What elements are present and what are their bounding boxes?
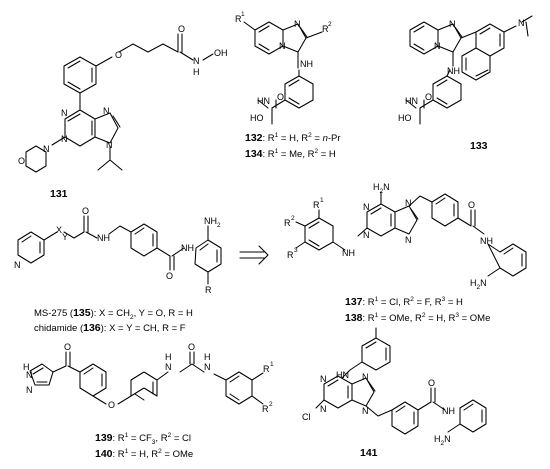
structure-132-134: R 1 R 2 N N NH O HN HO 132: R1 = H, R2 =…	[235, 11, 341, 160]
atom-o: O	[18, 156, 25, 166]
atom-n: N	[294, 19, 301, 29]
atom-hn: HN	[257, 96, 270, 106]
atom-nh2: NH2	[204, 216, 221, 229]
structure-137-138: R 1 R 2 R 3 NH H2N N N N N O NH H2N 137:…	[284, 182, 527, 324]
atom-nh: NH	[97, 233, 110, 243]
atom-h: H	[204, 352, 211, 362]
atom-o: O	[166, 271, 173, 281]
atom-n: N	[14, 260, 21, 270]
atom-n: N	[106, 140, 113, 150]
atom-n: N	[103, 106, 110, 116]
atom-n: N	[405, 235, 412, 245]
atom-n: N	[204, 362, 211, 372]
atom-r: R	[205, 285, 212, 295]
atom-n: N	[320, 404, 327, 414]
atom-n: N	[279, 41, 286, 51]
atom-o: O	[425, 92, 432, 102]
atom-n: N	[362, 406, 369, 416]
superscript-2: 2	[291, 215, 295, 222]
caption-132: 132: R1 = H, R2 = n-Pr	[245, 132, 341, 144]
atom-n: N	[363, 202, 370, 212]
caption-ms275: MS-275 (135): X = CH2, Y = O, R = H	[34, 307, 193, 321]
atom-n: N	[43, 144, 50, 154]
atom-n: N	[26, 385, 33, 395]
atom-o: O	[188, 342, 195, 352]
caption-139: 139: R1 = CF3, R2 = Cl	[95, 432, 191, 446]
atom-n: N	[26, 370, 33, 380]
atom-nh: NH	[480, 236, 493, 246]
superscript-1: 1	[320, 197, 324, 204]
superscript-1: 1	[241, 11, 245, 18]
atom-y: Y	[62, 232, 68, 242]
structure-131: O O N H OH N N N N N O 131	[18, 24, 228, 200]
atom-nh: NH	[300, 59, 313, 69]
superscript-2: 2	[269, 401, 273, 408]
caption-138: 138: R1 = OMe, R2 = H, R3 = OMe	[345, 312, 490, 324]
atom-h: H	[165, 352, 172, 362]
atom-o: O	[178, 24, 185, 34]
atom-cl: Cl	[302, 412, 311, 422]
atom-h2n: H2N	[434, 434, 451, 447]
atom-h: H	[193, 67, 200, 77]
structure-135-136: N X Y O NH O NH NH2 R MS-275 (135): X = …	[14, 206, 222, 334]
atom-n: N	[362, 372, 369, 382]
atom-n: N	[363, 230, 370, 240]
atom-r1: R	[235, 14, 242, 24]
atom-o: O	[64, 342, 71, 352]
superscript-3: 3	[294, 247, 298, 254]
atom-r1: R	[313, 200, 320, 210]
atom-n: N	[61, 108, 68, 118]
atom-nh: NH	[447, 66, 460, 76]
atom-nh: NH	[342, 248, 355, 258]
compound-label-141: 141	[360, 447, 378, 459]
structure-139-140: H N N O O N H O N H R 1 R 2 139: R1 = CF…	[23, 342, 274, 460]
structure-141: HN N N Cl N N O NH H2N 141	[302, 327, 487, 459]
atom-n: N	[320, 374, 327, 384]
structure-133: N N N NH O HN HO 133	[398, 15, 533, 152]
atom-nh: N	[193, 56, 200, 66]
atom-ho: HO	[398, 113, 412, 123]
atom-nh: NH	[181, 243, 194, 253]
atom-r2: R	[322, 24, 329, 34]
caption-137: 137: R1 = Cl, R2 = F, R3 = H	[345, 296, 463, 308]
transformation-arrow	[239, 245, 269, 265]
atom-nh: NH	[442, 406, 455, 416]
atom-hn: H	[23, 362, 30, 372]
atom-h2n: H2N	[470, 278, 487, 291]
caption-140: 140: R1 = H, R2 = OMe	[95, 448, 193, 460]
atom-n: N	[449, 19, 456, 29]
atom-h2n: H2N	[373, 182, 390, 195]
caption-chidamide: chidamide (136): X = Y = CH, R = F	[34, 322, 186, 334]
atom-o: O	[468, 200, 475, 210]
atom-hn: HN	[405, 96, 418, 106]
caption-134: 134: R1 = Me, R2 = H	[245, 148, 336, 160]
atom-n: N	[405, 198, 412, 208]
atom-oh: OH	[214, 48, 228, 58]
superscript-1: 1	[270, 361, 274, 368]
atom-r3: R	[287, 250, 294, 260]
atom-r2: R	[284, 218, 291, 228]
compound-label-133: 133	[470, 140, 488, 152]
atom-r1: R	[263, 364, 270, 374]
atom-o: O	[82, 206, 89, 216]
atom-ho: HO	[250, 113, 264, 123]
atom-n: N	[61, 134, 68, 144]
atom-o: O	[428, 378, 435, 388]
atom-x: X	[56, 225, 62, 235]
atom-o: O	[115, 50, 122, 60]
atom-o: O	[277, 92, 284, 102]
atom-n: N	[165, 362, 172, 372]
atom-o: O	[108, 400, 115, 410]
atom-hn: HN	[336, 370, 349, 380]
atom-r2: R	[262, 404, 269, 414]
compound-label-131: 131	[50, 188, 68, 200]
atom-n-dimethyl: N	[518, 18, 525, 28]
atom-n: N	[434, 41, 441, 51]
superscript-2: 2	[328, 21, 332, 28]
